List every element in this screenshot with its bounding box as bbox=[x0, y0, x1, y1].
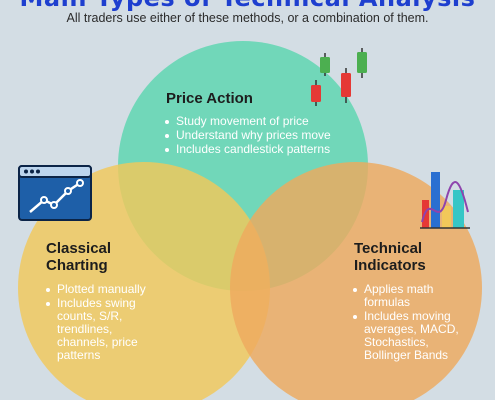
classical-heading-line2: Charting bbox=[46, 257, 108, 274]
list-item: Plotted manually bbox=[44, 283, 154, 296]
classical-charting-heading: Classical Charting bbox=[46, 240, 111, 274]
indicators-heading-line1: Technical bbox=[354, 240, 423, 257]
list-item: Includes moving averages, MACD, Stochast… bbox=[351, 310, 463, 362]
page-title: Main Types of Technical Analysis bbox=[0, 0, 495, 12]
list-item: Applies math formulas bbox=[351, 283, 463, 309]
list-item: Includes candlestick patterns bbox=[163, 143, 363, 156]
indicator-bar-chart-icon bbox=[420, 172, 470, 229]
list-item: Understand why prices move bbox=[163, 129, 363, 142]
classical-heading-line1: Classical bbox=[46, 240, 112, 257]
price-action-points: Study movement of price Understand why p… bbox=[163, 115, 363, 157]
list-item: Study movement of price bbox=[163, 115, 363, 128]
list-item: Includes swing counts, S/R, trendlines, … bbox=[44, 297, 154, 362]
technical-indicators-heading: Technical Indicators bbox=[354, 240, 426, 274]
page-subtitle: All traders use either of these methods,… bbox=[66, 11, 429, 25]
price-action-heading: Price Action bbox=[166, 90, 253, 107]
indicators-heading-line2: Indicators bbox=[354, 257, 426, 274]
technical-indicators-points: Applies math formulas Includes moving av… bbox=[351, 283, 463, 363]
classical-charting-points: Plotted manually Includes swing counts, … bbox=[44, 283, 154, 363]
classical-charting-circle bbox=[18, 162, 270, 400]
candlestick-chart-icon bbox=[311, 48, 367, 106]
line-chart-window-icon bbox=[18, 165, 92, 221]
technical-indicators-circle bbox=[230, 162, 482, 400]
